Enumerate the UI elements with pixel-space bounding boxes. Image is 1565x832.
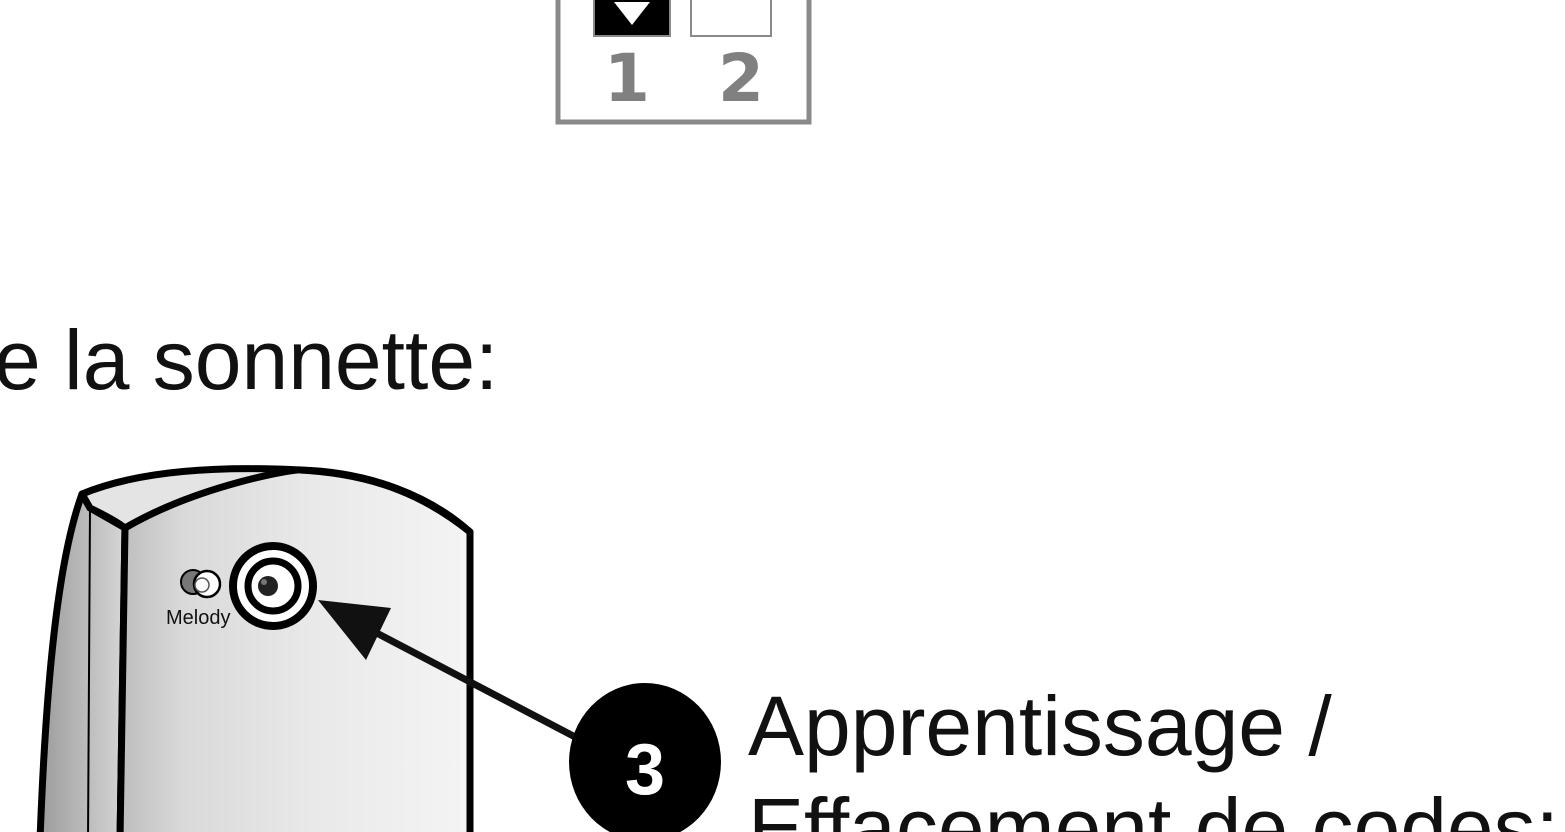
arrow-line <box>346 614 602 754</box>
device-front-body <box>116 466 474 832</box>
dip-switch-frame <box>555 0 812 125</box>
melody-button[interactable] <box>180 569 222 599</box>
melody-label: Melody <box>166 607 230 629</box>
callout-title-line-1: Apprentissage / <box>748 679 1332 773</box>
step-badge-circle <box>569 683 721 832</box>
device-side-panel <box>36 490 129 832</box>
down-arrow-icon <box>614 2 650 25</box>
dip-switch: 1 2 <box>555 0 812 125</box>
switch-1-number: 1 <box>604 40 650 117</box>
button-center-icon <box>258 576 278 596</box>
learn-erase-button[interactable] <box>229 542 317 630</box>
step-badge: 3 <box>569 683 721 832</box>
device-edge-line <box>87 507 91 832</box>
callout-title-line-2: Effacement de codes: <box>748 781 1559 832</box>
callout-arrow <box>318 600 602 754</box>
melody-button-icon <box>194 577 210 593</box>
arrow-head-icon <box>318 600 391 660</box>
switch-2[interactable] <box>690 0 772 37</box>
section-heading: e la sonnette: <box>0 313 499 407</box>
doorbell-device: Melody <box>36 465 474 832</box>
switch-2-number: 2 <box>718 40 764 117</box>
step-number: 3 <box>625 730 665 810</box>
